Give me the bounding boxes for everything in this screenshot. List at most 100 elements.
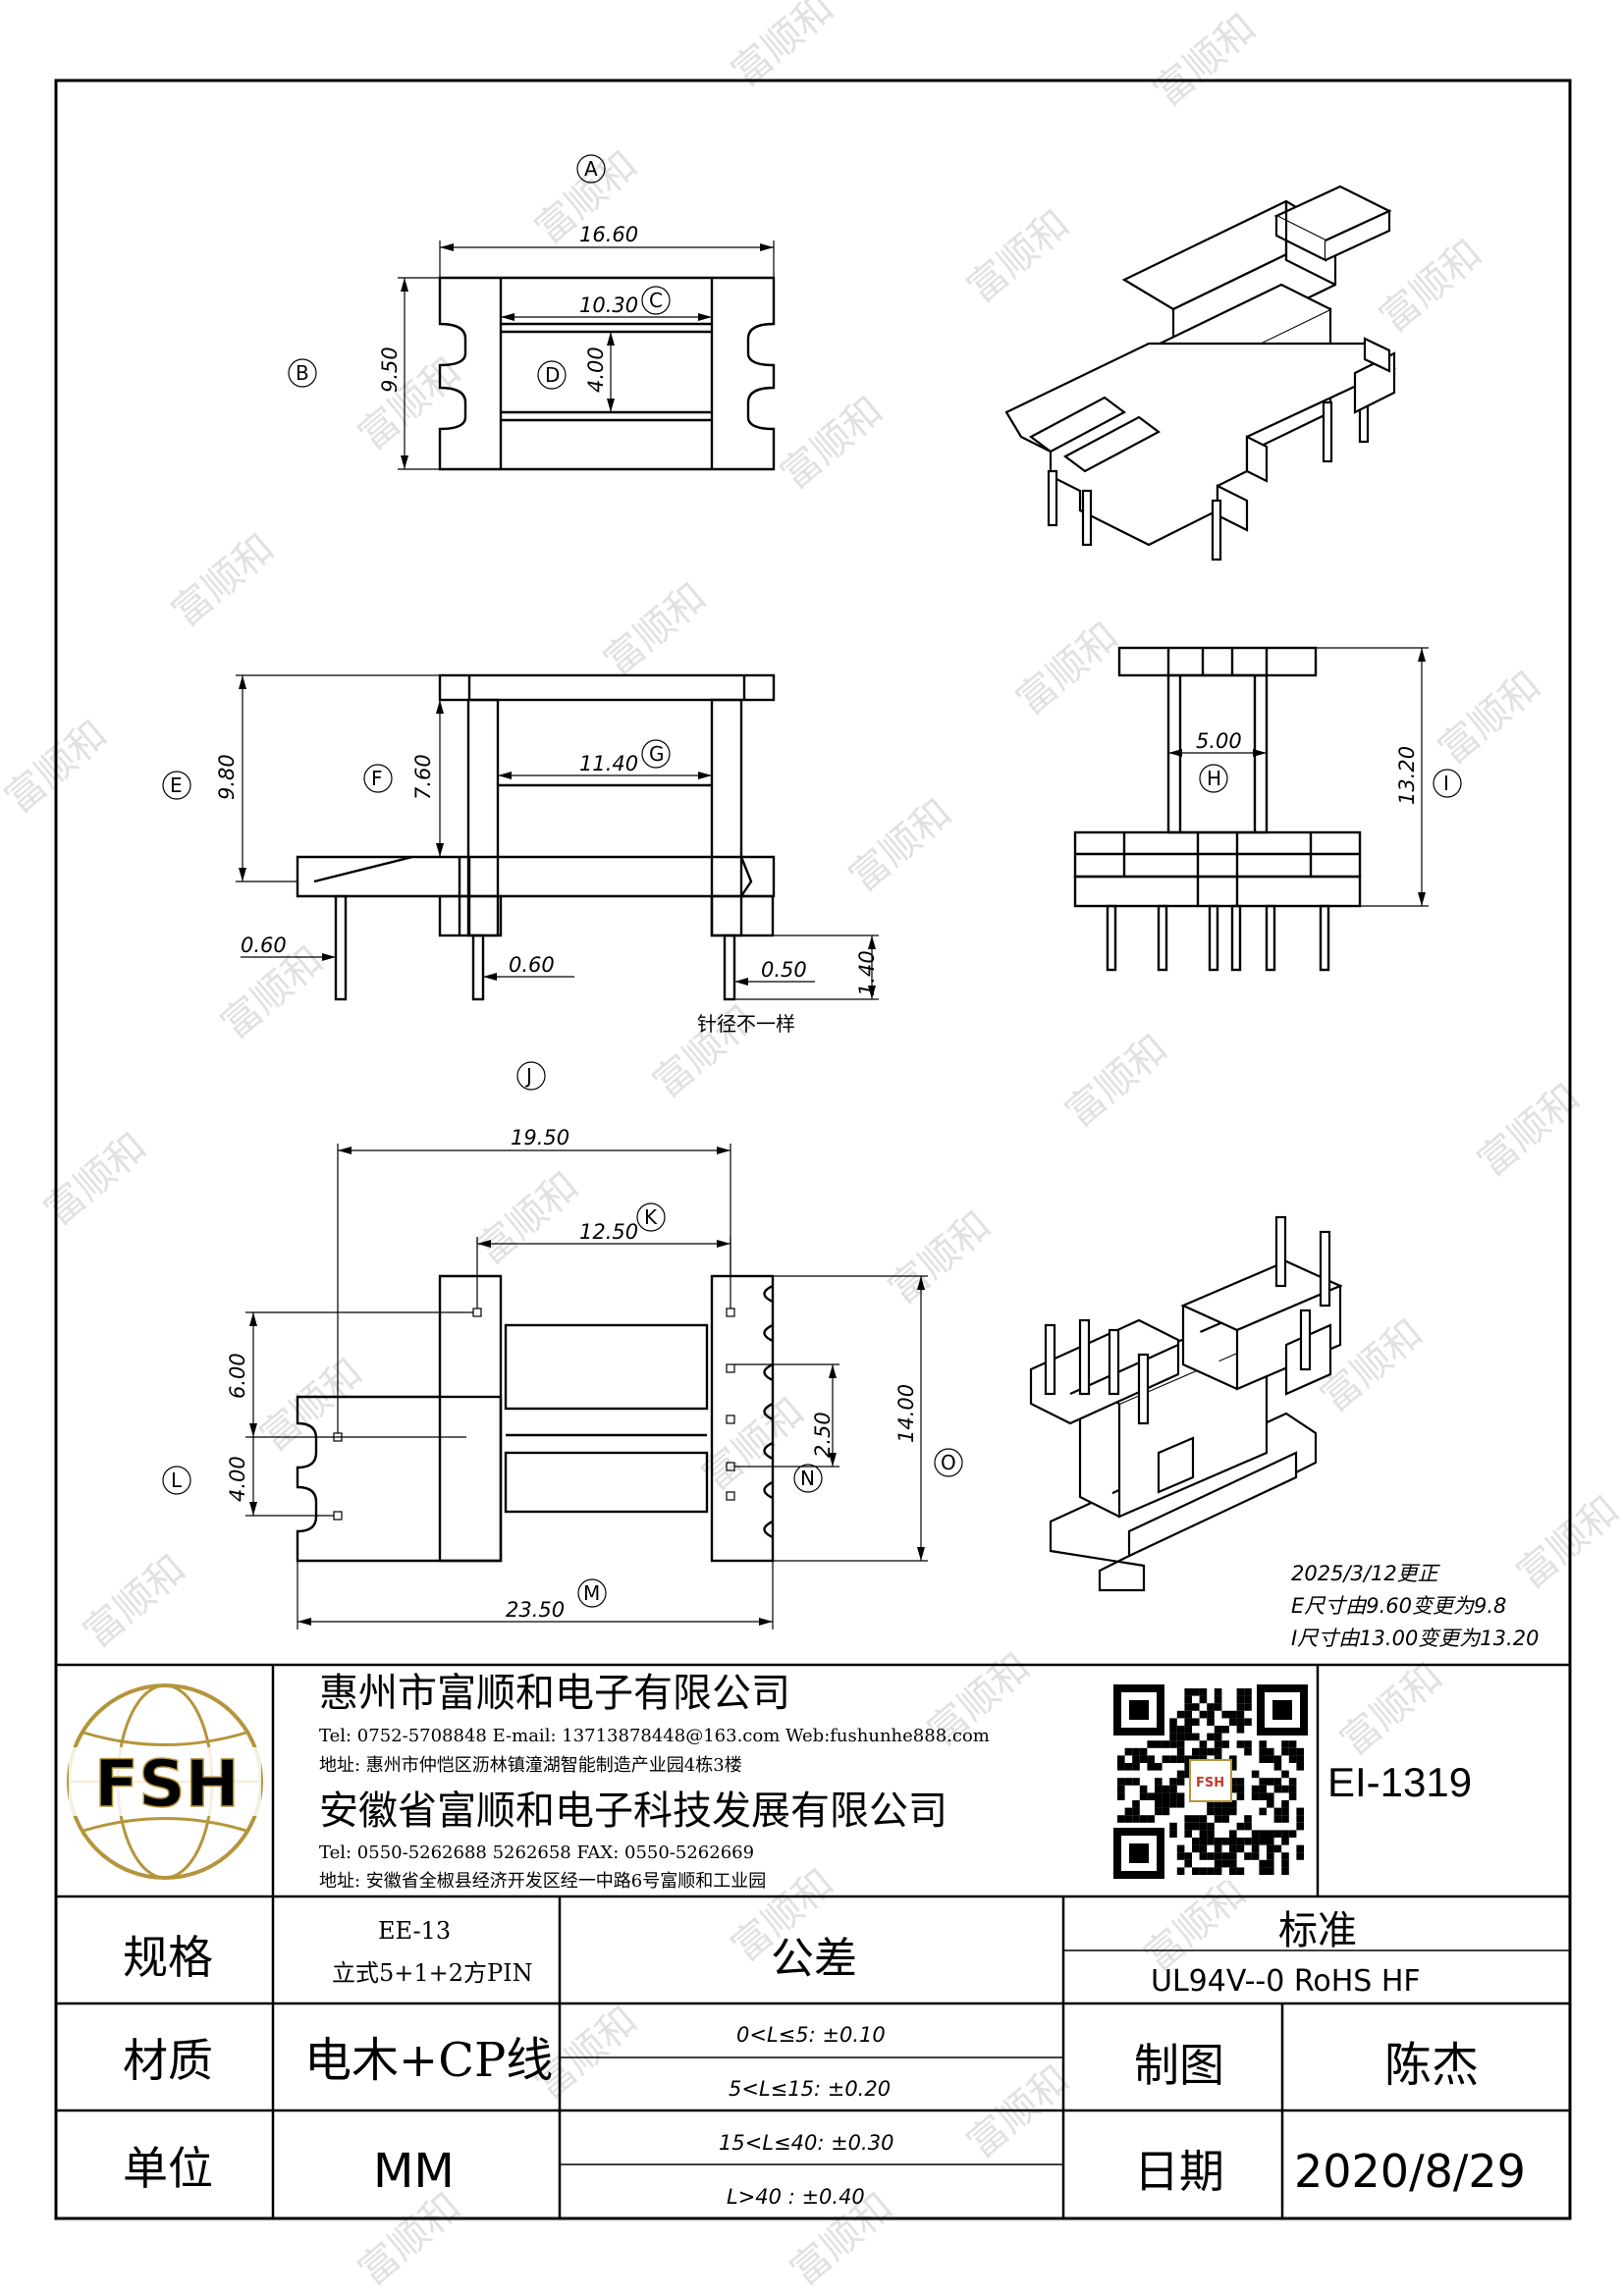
qr-cell <box>1147 1763 1155 1771</box>
label-c: C <box>649 289 663 312</box>
qr-cell <box>1251 1785 1260 1793</box>
label-e: E <box>170 774 183 797</box>
qr-cell <box>1296 1747 1304 1756</box>
qr-cell <box>1192 1688 1200 1696</box>
qr-cell <box>1192 1747 1200 1756</box>
qr-cell <box>1236 1695 1245 1704</box>
watermark: 富顺和 <box>468 1163 587 1273</box>
qr-cell <box>1147 1755 1155 1763</box>
qr-cell <box>1259 1747 1267 1756</box>
qr-cell <box>1214 1747 1222 1756</box>
label-o: O <box>941 1451 956 1474</box>
watermark: 富顺和 <box>76 1546 194 1656</box>
qr-cell <box>1199 1688 1208 1696</box>
qr-cell <box>1273 1785 1282 1793</box>
qr-cell <box>1221 1726 1229 1734</box>
qr-cell <box>1221 1859 1229 1868</box>
qr-cell <box>1207 1747 1215 1756</box>
qr-cell <box>1229 1844 1237 1853</box>
spec-value-1: EE-13 <box>378 1917 451 1945</box>
qr-cell <box>1259 1867 1267 1875</box>
material-label: 材质 <box>123 2034 213 2087</box>
qr-cell <box>1169 1800 1177 1808</box>
qr-cell <box>1236 1688 1245 1696</box>
qr-cell <box>1176 1770 1185 1779</box>
unit-value: MM <box>373 2144 455 2199</box>
standard-value: UL94V--0 RoHS HF <box>1151 1964 1421 1999</box>
qr-cell <box>1207 1838 1215 1845</box>
drawn-label: 制图 <box>1134 2039 1224 2092</box>
qr-cell <box>1296 1755 1304 1763</box>
qr-cell <box>1281 1770 1289 1779</box>
qr-cell <box>1184 1726 1192 1734</box>
qr-cell <box>1155 1792 1163 1800</box>
label-d: D <box>545 363 560 387</box>
qr-cell <box>1117 1778 1125 1786</box>
qr-cell <box>1244 1852 1252 1860</box>
qr-cell <box>1229 1763 1237 1771</box>
qr-cell <box>1221 1807 1229 1816</box>
qr-cell <box>1162 1792 1170 1800</box>
dim-p1: 0.60 <box>241 934 287 957</box>
qr-cell <box>1229 1755 1237 1763</box>
qr-cell <box>1147 1740 1155 1748</box>
qr-cell <box>1117 1815 1125 1823</box>
qr-cell <box>1184 1830 1192 1838</box>
qr-cell <box>1267 1852 1274 1860</box>
qr-cell <box>1184 1695 1192 1704</box>
tolerance-row-3: 15<L≤40: ±0.30 <box>719 2131 893 2155</box>
qr-cell <box>1267 1867 1274 1875</box>
qr-cell <box>1147 1815 1155 1823</box>
qr-cell <box>1139 1747 1148 1756</box>
qr-cell <box>1169 1733 1177 1741</box>
qr-cell <box>1251 1852 1260 1860</box>
qr-cell <box>1259 1755 1267 1763</box>
qr-cell <box>1273 1807 1282 1816</box>
qr-cell <box>1176 1726 1185 1734</box>
tolerance-row-2: 5<L≤15: ±0.20 <box>729 2077 891 2101</box>
qr-cell <box>1214 1695 1222 1704</box>
qr-cell <box>1267 1755 1274 1763</box>
qr-cell <box>1296 1844 1304 1853</box>
dim-b: 9.50 <box>378 347 402 393</box>
dim-n: 2.50 <box>811 1412 835 1458</box>
label-j: J <box>524 1064 532 1088</box>
label-a: A <box>584 157 598 181</box>
qr-cell <box>1236 1792 1245 1800</box>
qr-cell <box>1221 1852 1229 1860</box>
watermark: 富顺和 <box>1057 1026 1176 1136</box>
dim-p2: 0.60 <box>509 953 555 977</box>
qr-cell <box>1207 1867 1215 1875</box>
qr-cell <box>1169 1785 1177 1793</box>
qr-cell <box>1259 1778 1267 1786</box>
qr-cell <box>1259 1830 1267 1838</box>
watermark: 富顺和 <box>1332 1654 1451 1764</box>
qr-cell <box>1214 1844 1222 1853</box>
qr-cell <box>1132 1747 1140 1756</box>
qr-cell <box>1139 1755 1148 1763</box>
dim-m: 23.50 <box>506 1598 565 1622</box>
qr-cell <box>1169 1778 1177 1786</box>
qr-cell <box>1139 1792 1148 1800</box>
label-f: F <box>371 767 383 790</box>
qr-cell <box>1281 1838 1289 1845</box>
qr-cell <box>1267 1844 1274 1853</box>
qr-cell <box>1199 1822 1208 1831</box>
iso-view-top <box>1004 185 1396 561</box>
qr-cell <box>1155 1800 1163 1808</box>
side-view: 9.80 7.60 11.40 0.60 0.60 0.50 1.40 针径不一… <box>215 673 879 1036</box>
qr-cell <box>1199 1838 1208 1845</box>
qr-cell <box>1124 1747 1133 1756</box>
qr-cell <box>1207 1822 1215 1831</box>
watermark: 富顺和 <box>0 712 116 822</box>
qr-cell <box>1244 1718 1252 1726</box>
label-l: L <box>171 1468 183 1492</box>
qr-cell <box>1176 1800 1185 1808</box>
qr-cell <box>1192 1867 1200 1875</box>
qr-cell <box>1236 1703 1245 1711</box>
watermark: 富顺和 <box>36 1124 155 1234</box>
qr-cell <box>1207 1830 1215 1838</box>
qr-cell <box>1259 1785 1267 1793</box>
qr-cell <box>1192 1718 1200 1726</box>
